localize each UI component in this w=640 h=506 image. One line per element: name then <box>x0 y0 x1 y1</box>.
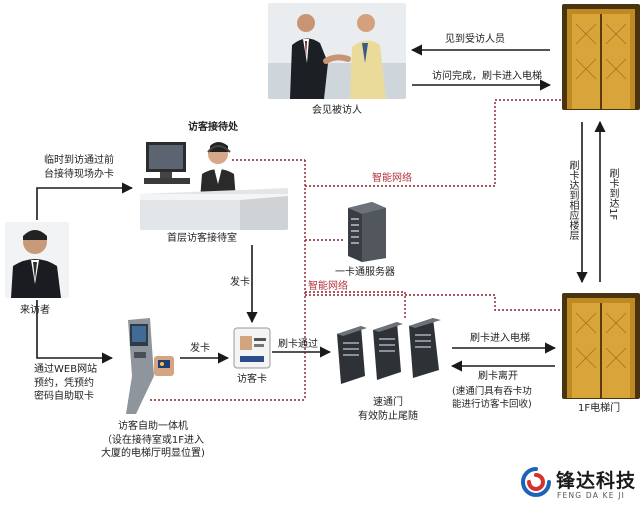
temp-visit-label: 临时到访通过前 台接待现场办卡 <box>44 155 114 180</box>
logo-icon <box>520 466 552 498</box>
swipe-to-floor-label: 刷卡达到相应楼层 <box>567 160 578 240</box>
reception-title: 访客接待处 <box>188 122 238 133</box>
elevator-1f-icon <box>562 293 640 399</box>
meet-interviewee-label: 会见被访人 <box>312 105 362 116</box>
visitor-label: 来访者 <box>20 305 50 316</box>
reception-room-label: 首层访客接待室 <box>167 233 237 244</box>
card-server-label: 一卡通服务器 <box>335 267 395 278</box>
web-booking-label: 通过WEB网站 预约，凭预约 密码自助取卡 <box>34 364 98 402</box>
swipe-pass-label: 刷卡通过 <box>278 339 318 350</box>
smart-network-label-1: 智能网络 <box>372 173 412 184</box>
speed-gate-icon <box>333 316 445 388</box>
meet-visitor-label: 见到受访人员 <box>445 34 505 45</box>
kiosk-name-label: 访客自助一体机 （设在接待室或1F进入 大厦的电梯厅明显位置) <box>101 421 205 459</box>
gate-swallow-label: (速通门具有吞卡功 能进行访客卡回收) <box>452 386 532 410</box>
server-icon <box>342 200 392 262</box>
elevator-door-icon <box>562 4 640 110</box>
smart-network-label-2: 智能网络 <box>308 281 348 292</box>
swipe-enter-elevator-label: 刷卡进入电梯 <box>470 333 530 344</box>
handshake-photo <box>268 3 406 99</box>
receptionist-icon <box>140 134 288 230</box>
gate-name-label: 速通门 有效防止尾随 <box>358 397 418 422</box>
swipe-1f-label: 刷卡到达1F <box>607 168 618 221</box>
issue-card-label-1: 发卡 <box>230 277 250 288</box>
logo-name: 锋达科技 <box>556 470 637 492</box>
visit-done-label: 访问完成，刷卡进入电梯 <box>432 71 542 82</box>
elevator-1f-label: 1F电梯门 <box>578 403 621 414</box>
visitor-card-icon <box>232 326 272 370</box>
swipe-leave-label: 刷卡离开 <box>478 371 518 382</box>
visitor-photo <box>5 222 69 298</box>
logo-pinyin: FENG DA KE JI <box>557 491 626 500</box>
visitor-card-label: 访客卡 <box>237 374 267 385</box>
kiosk-icon <box>114 316 180 416</box>
issue-card-label-2: 发卡 <box>190 343 210 354</box>
